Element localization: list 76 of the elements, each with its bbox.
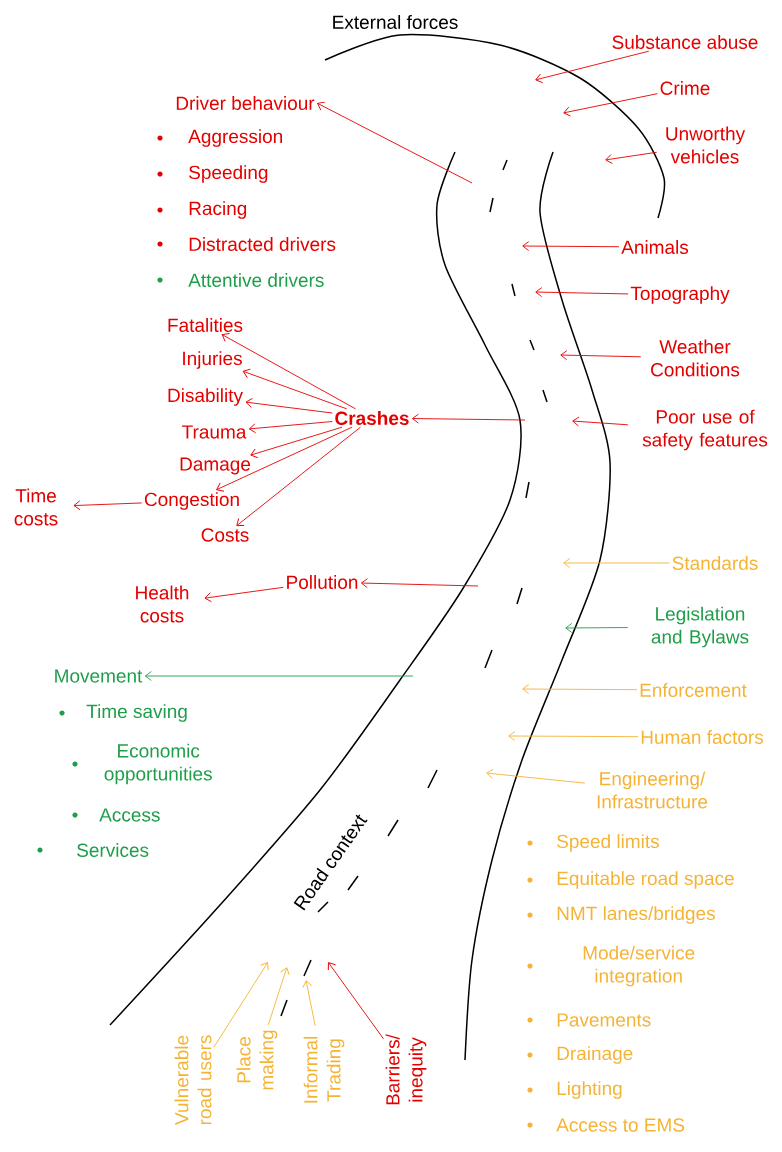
node-text: Costs [201,528,249,542]
label-text: Access to EMS [556,1118,685,1132]
arrow [250,426,343,459]
node-text: Substance abuse [612,35,758,49]
arrow [73,500,143,511]
arrow [245,398,333,414]
arrow [236,426,361,527]
arrow [302,980,316,1027]
label-text: Pavements [557,1013,651,1027]
label-text: Drainage [557,1046,633,1064]
label-text: Aggression [188,129,282,147]
arrow [535,287,629,298]
label-text: Access [99,808,160,822]
node-text: Damage [180,457,251,475]
arrow [565,623,629,633]
arrow [213,962,269,1048]
node-text: Informal Trading [303,1036,345,1103]
node-text: Weather Conditions [651,339,740,377]
arrow [144,671,414,681]
node-text: Injuries [183,351,242,369]
label-text: Distracted drivers [189,237,336,251]
arrow [327,962,384,1040]
arrow [412,413,526,424]
label-text: Racing [189,201,247,219]
node-text: Health costs [136,585,189,623]
node-text: Trauma [182,425,247,439]
arrow [522,684,638,694]
arrow [486,768,586,784]
label-text: Mode/service integration [583,945,695,987]
arrow [522,241,620,251]
node-text: Pollution [287,575,358,589]
node-text: Crashes [335,411,409,425]
arrow [317,101,473,184]
node-text: Engineering/ Infrastructure [597,771,708,809]
node-text: Poor use of safety features [642,409,768,451]
node-text: Crime [660,81,710,95]
arrow [216,426,353,492]
node-text: Topography [630,286,730,304]
node-text: Driver behaviour [176,96,315,110]
label-text: Economic opportunities [104,743,212,785]
node-text: Movement [55,669,143,683]
node-text: Time costs [14,488,58,526]
node-text: Fatalities [168,318,243,332]
label-text: Attentive drivers [188,273,324,287]
arrow [204,586,284,603]
arrow [360,578,479,589]
arrow [560,350,642,361]
node-text: Human factors [641,730,764,744]
arrow [605,151,658,164]
arrow [572,416,629,427]
label-text: External forces [333,15,458,29]
node-text: Enforcement [640,683,747,697]
arrow [221,333,356,410]
node-text: Vulnerable road users [174,1035,212,1125]
arrow [535,50,650,84]
arrow [248,421,333,434]
node-text: Unworthy vehicles [666,126,746,164]
arrow [563,558,670,568]
label-text: Equitable road space [557,871,734,889]
label-text: Speeding [189,165,268,183]
label-text: Services [77,843,149,857]
node-text: Barriers/ inequity [385,1034,427,1105]
arrow [508,731,639,741]
node-text: Legislation and Bylaws [651,606,749,648]
node-text: Standards [672,556,758,570]
arrow [267,967,290,1026]
node-text: Congestion [144,492,239,510]
label-text: Time saving [86,704,187,722]
node-text: Place making [236,1030,278,1090]
node-text: Disability [168,388,243,406]
arrow [563,93,658,117]
label-text: Lighting [557,1081,622,1099]
label-text: NMT lanes/bridges [557,906,715,924]
arrow [242,368,348,410]
label-text: Speed limits [557,834,659,852]
node-text: Animals [621,240,689,254]
